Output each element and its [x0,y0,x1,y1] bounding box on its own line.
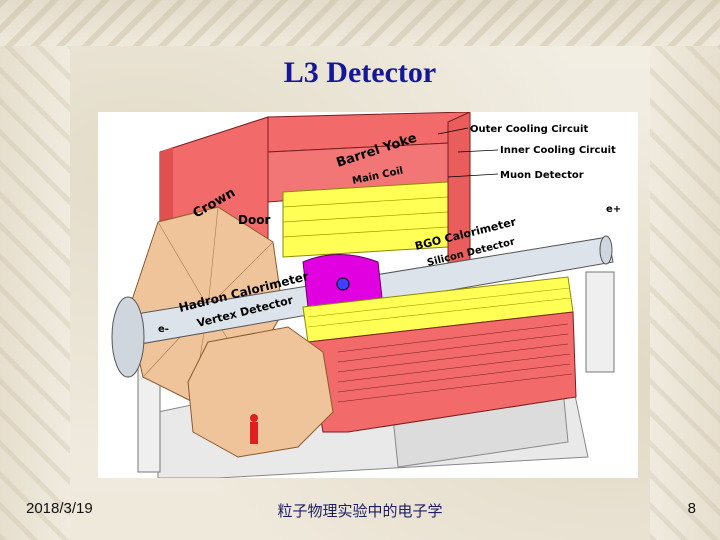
l3-detector-figure: Outer Cooling Circuit Inner Cooling Circ… [98,112,638,478]
footer-date: 2018/3/19 [26,500,93,517]
label-e-plus: e+ [606,204,621,215]
label-outer-cooling: Outer Cooling Circuit [470,124,588,135]
label-inner-cooling: Inner Cooling Circuit [500,145,616,156]
beam-pipe-end-left [111,296,145,378]
slide-border-top [0,0,720,46]
vertex-center [336,277,350,291]
slide-border-left [0,46,70,540]
front-yoke-stripes [337,323,573,403]
label-muon: Muon Detector [500,170,584,181]
slide-title: L3 Detector [283,56,437,89]
front-octagon [187,326,334,458]
slide-border-right [650,46,720,540]
support-pillar-right [585,271,615,373]
beam-pipe-end-right [599,235,613,265]
label-e-minus: e- [158,324,169,335]
label-door: Door [238,213,270,227]
hadron-calorimeter-lines [307,287,572,328]
person-figure [250,422,258,444]
person-head [250,414,258,422]
callout-lines [437,127,499,178]
l3-detector-diagram: Outer Cooling Circuit Inner Cooling Circ… [111,112,621,478]
muon-chamber-lines [282,196,449,238]
footer-course-title: 粒子物理实验中的电子学 [277,502,443,520]
footer-page-number: 8 [687,500,696,517]
